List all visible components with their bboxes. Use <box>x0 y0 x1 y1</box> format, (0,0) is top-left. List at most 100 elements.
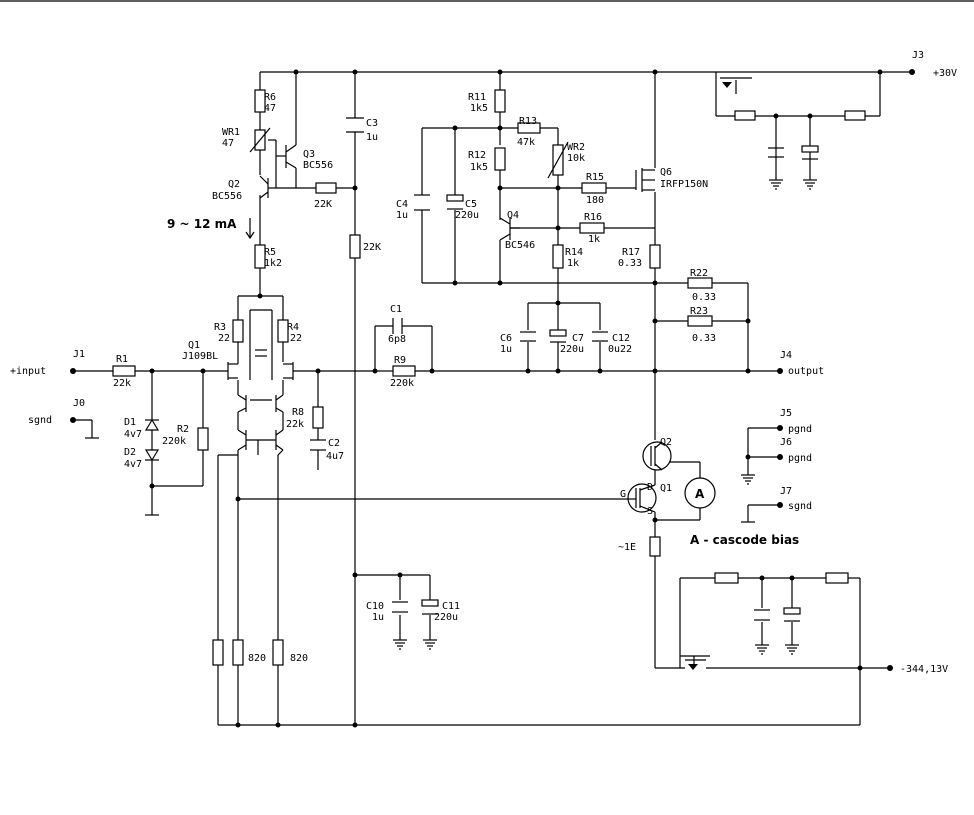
label-pgnd6: pgnd <box>788 453 812 464</box>
label-c12: C12 <box>612 333 630 344</box>
label-bias-current: 9 ~ 12 mA <box>167 217 237 231</box>
label-22k-a: 22K <box>314 199 332 210</box>
label-j7: J7 <box>780 486 792 497</box>
capacitor-c5 <box>446 194 464 202</box>
label-q3-value: BC556 <box>303 160 333 171</box>
label-r5: R5 <box>264 247 276 258</box>
zener-d1 <box>144 418 160 431</box>
resistor-r2 <box>197 427 209 451</box>
label-pgnd5: pgnd <box>788 424 812 435</box>
terminal-j1 <box>70 368 76 374</box>
label-v30: +30V <box>933 68 957 79</box>
label-22k-b: 22K <box>363 242 381 253</box>
label-c4-value: 1u <box>396 210 408 221</box>
label-r5-value: 1k2 <box>264 258 282 269</box>
label-wr1-value: 47 <box>222 138 234 149</box>
label-q6-value: IRFP150N <box>660 179 708 190</box>
junction-dots <box>149 69 883 728</box>
resistor-r14 <box>552 244 564 269</box>
resistor-1e <box>649 536 661 557</box>
capacitor-neg-filter-b <box>783 607 801 615</box>
transistor-cascode-q1 <box>620 483 657 513</box>
label-820-b: 820 <box>290 653 308 664</box>
resistor-r22 <box>687 277 713 289</box>
label-j5: J5 <box>780 408 792 419</box>
resistor-pos-filter-a <box>734 110 756 121</box>
label-source: S <box>647 506 653 517</box>
label-r8-value: 22k <box>286 419 304 430</box>
terminal-j0 <box>70 417 76 423</box>
label-r8: R8 <box>292 407 304 418</box>
label-q3: Q3 <box>303 149 315 160</box>
label-wr2: WR2 <box>567 142 585 153</box>
label-q6: Q6 <box>660 167 672 178</box>
label-r22-value: 0.33 <box>692 292 716 303</box>
zener-d2 <box>144 449 160 462</box>
label-output: output <box>788 366 824 377</box>
label-r6: R6 <box>264 92 276 103</box>
label-d1: D1 <box>124 417 136 428</box>
label-c4: C4 <box>396 199 408 210</box>
resistor-r11 <box>494 89 506 113</box>
resistor-r8 <box>312 406 324 429</box>
transistor-neg-regulator <box>680 655 710 670</box>
resistor-r15 <box>581 182 607 194</box>
transistor-cascode-q2 <box>642 441 672 471</box>
label-c6-value: 1u <box>500 344 512 355</box>
label-d2: D2 <box>124 447 136 458</box>
label-d1-value: 4v7 <box>124 429 142 440</box>
label-wr2-value: 10k <box>567 153 585 164</box>
label-r12: R12 <box>468 150 486 161</box>
label-c7-value: 220u <box>560 344 584 355</box>
transistors <box>227 72 752 670</box>
label-c10-value: 1u <box>372 612 384 623</box>
label-c5-value: 220u <box>455 210 479 221</box>
label-j4: J4 <box>780 350 792 361</box>
resistor-r4 <box>277 319 289 343</box>
resistor-pos-filter-b <box>844 110 866 121</box>
terminal-j4 <box>777 368 783 374</box>
wires <box>73 71 910 726</box>
label-d2-value: 4v7 <box>124 459 142 470</box>
label-q2: Q2 <box>228 179 240 190</box>
label-j0: J0 <box>73 398 85 409</box>
label-negative-rail: -344,13V <box>900 664 948 675</box>
ammeter-label: A <box>695 487 705 501</box>
label-sgnd0: sgnd <box>28 415 52 426</box>
label-q1: Q1 <box>188 340 200 351</box>
label-r17-value: 0.33 <box>618 258 642 269</box>
resistor-r3 <box>232 319 244 343</box>
label-c2: C2 <box>328 438 340 449</box>
resistor-r1 <box>112 365 136 377</box>
label-r9-value: 220k <box>390 378 414 389</box>
label-r15-value: 180 <box>586 195 604 206</box>
label-j3: J3 <box>912 50 924 61</box>
resistor-neg-filter-a <box>714 572 739 584</box>
resistor-r9 <box>392 365 416 377</box>
resistor-r6 <box>254 89 266 113</box>
transistor-q3 <box>276 144 297 169</box>
label-r12-value: 1k5 <box>470 162 488 173</box>
terminal-j6 <box>777 454 783 460</box>
transistor-pos-regulator <box>715 72 752 88</box>
resistor-22k-vertical <box>349 234 361 259</box>
capacitor-c7 <box>549 329 567 337</box>
capacitor-c11 <box>421 599 439 607</box>
label-c6: C6 <box>500 333 512 344</box>
label-r16: R16 <box>584 212 602 223</box>
resistor-r12 <box>494 147 506 171</box>
label-q1-value: J109BL <box>182 351 218 362</box>
terminal-j5 <box>777 425 783 431</box>
label-r1e: ~1E <box>618 542 636 553</box>
label-r1-value: 22k <box>113 378 131 389</box>
label-r14: R14 <box>565 247 583 258</box>
label-j6: J6 <box>780 437 792 448</box>
label-r17: R17 <box>622 247 640 258</box>
label-drain: D <box>647 482 653 493</box>
label-820-a: 820 <box>248 653 266 664</box>
label-r11: R11 <box>468 92 486 103</box>
label-r16-value: 1k <box>588 234 600 245</box>
labels: J3 +30V R6 47 WR1 47 Q3 BC556 Q2 BC556 2… <box>10 50 957 675</box>
terminal-j7 <box>777 502 783 508</box>
